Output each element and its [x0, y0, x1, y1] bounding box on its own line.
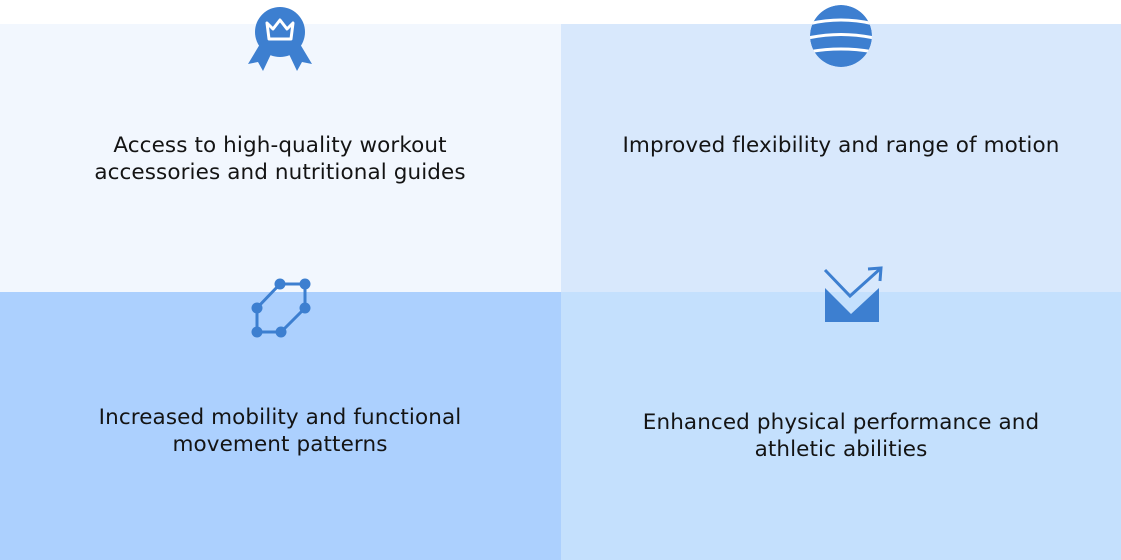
feature-text: Improved flexibility and range of motion [622, 133, 1060, 158]
award-badge-icon [248, 7, 312, 71]
feature-grid: Access to high-quality workout accessori… [0, 24, 1121, 560]
feature-card-flexibility: Improved flexibility and range of motion [561, 24, 1121, 292]
feature-card-performance: Enhanced physical performance and athlet… [561, 292, 1121, 560]
globe-ball-icon [810, 5, 872, 67]
feature-text: Access to high-quality workout accessori… [94, 133, 466, 185]
feature-text: Increased mobility and functional moveme… [98, 405, 462, 457]
feature-text: Enhanced physical performance and athlet… [642, 410, 1040, 462]
growth-arrow-icon [823, 266, 883, 322]
polygon-nodes-icon [251, 278, 311, 338]
feature-card-accessories: Access to high-quality workout accessori… [0, 24, 561, 292]
